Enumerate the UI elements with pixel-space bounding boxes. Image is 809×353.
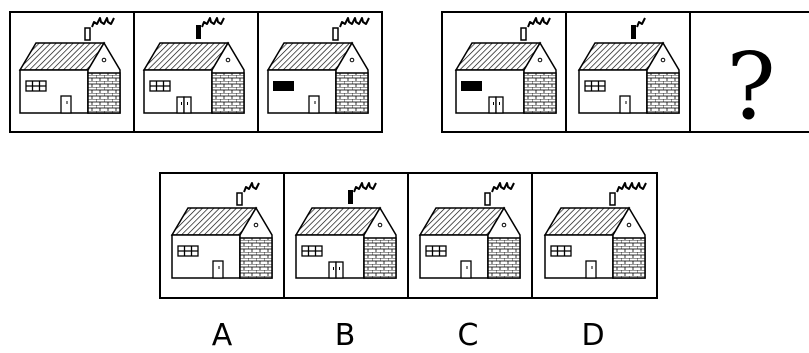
window — [25, 80, 47, 92]
option-c-house — [418, 182, 521, 279]
brick-wall — [87, 72, 121, 114]
option-label-a[interactable]: A — [212, 318, 233, 353]
chimney — [520, 27, 527, 41]
smoke — [201, 17, 225, 28]
brick-wall — [335, 72, 369, 114]
door — [488, 96, 504, 114]
attic-window — [377, 222, 383, 228]
smoke — [491, 182, 515, 193]
door — [176, 96, 192, 114]
window — [273, 81, 294, 91]
attic-window — [101, 57, 107, 63]
attic-window — [537, 57, 543, 63]
question-mark: ? — [726, 33, 775, 140]
attic-window — [225, 57, 231, 63]
chimney — [609, 192, 616, 206]
chimney — [196, 25, 201, 39]
brick-wall — [612, 237, 646, 279]
window — [550, 245, 572, 257]
chimney — [84, 27, 91, 41]
attic-window — [660, 57, 666, 63]
smoke — [636, 17, 646, 28]
attic-window — [501, 222, 507, 228]
option-label-c[interactable]: C — [458, 318, 479, 353]
option-d-house — [543, 182, 647, 279]
question-row-right-frame — [441, 11, 809, 133]
window — [425, 245, 447, 257]
door — [585, 260, 597, 279]
option-label-d[interactable]: D — [581, 318, 604, 353]
smoke — [339, 17, 370, 28]
option-labels: A B C D — [212, 318, 605, 353]
door — [619, 95, 631, 114]
brick-wall — [523, 72, 557, 114]
door — [328, 261, 344, 279]
chimney — [236, 192, 243, 206]
house-4 — [454, 17, 557, 114]
window — [301, 245, 323, 257]
attic-window — [253, 222, 259, 228]
window — [149, 80, 171, 92]
option-b-house — [294, 182, 397, 279]
frames — [9, 11, 809, 299]
chimney — [484, 192, 491, 206]
smoke — [353, 182, 377, 193]
house-5 — [577, 17, 680, 114]
window — [461, 81, 482, 91]
brick-wall — [211, 72, 245, 114]
smoke — [616, 182, 647, 193]
brick-wall — [646, 72, 680, 114]
house-1 — [18, 17, 121, 114]
door — [60, 95, 72, 114]
brick-wall — [239, 237, 273, 279]
brick-wall — [363, 237, 397, 279]
brick-wall — [487, 237, 521, 279]
door — [212, 260, 224, 279]
houses — [18, 17, 680, 279]
front-wall — [267, 69, 337, 114]
option-a-house — [170, 182, 273, 279]
attic-window — [626, 222, 632, 228]
chimney — [631, 25, 636, 39]
option-label-b[interactable]: B — [335, 318, 356, 353]
door — [460, 260, 472, 279]
house-2 — [142, 17, 245, 114]
chimney — [348, 190, 353, 204]
smoke — [91, 17, 115, 28]
door — [308, 95, 320, 114]
house-3 — [266, 17, 370, 114]
question-row-left-frame — [9, 11, 383, 133]
window — [584, 80, 606, 92]
smoke — [527, 17, 551, 28]
window — [177, 245, 199, 257]
smoke — [243, 182, 260, 193]
chimney — [332, 27, 339, 41]
attic-window — [349, 57, 355, 63]
